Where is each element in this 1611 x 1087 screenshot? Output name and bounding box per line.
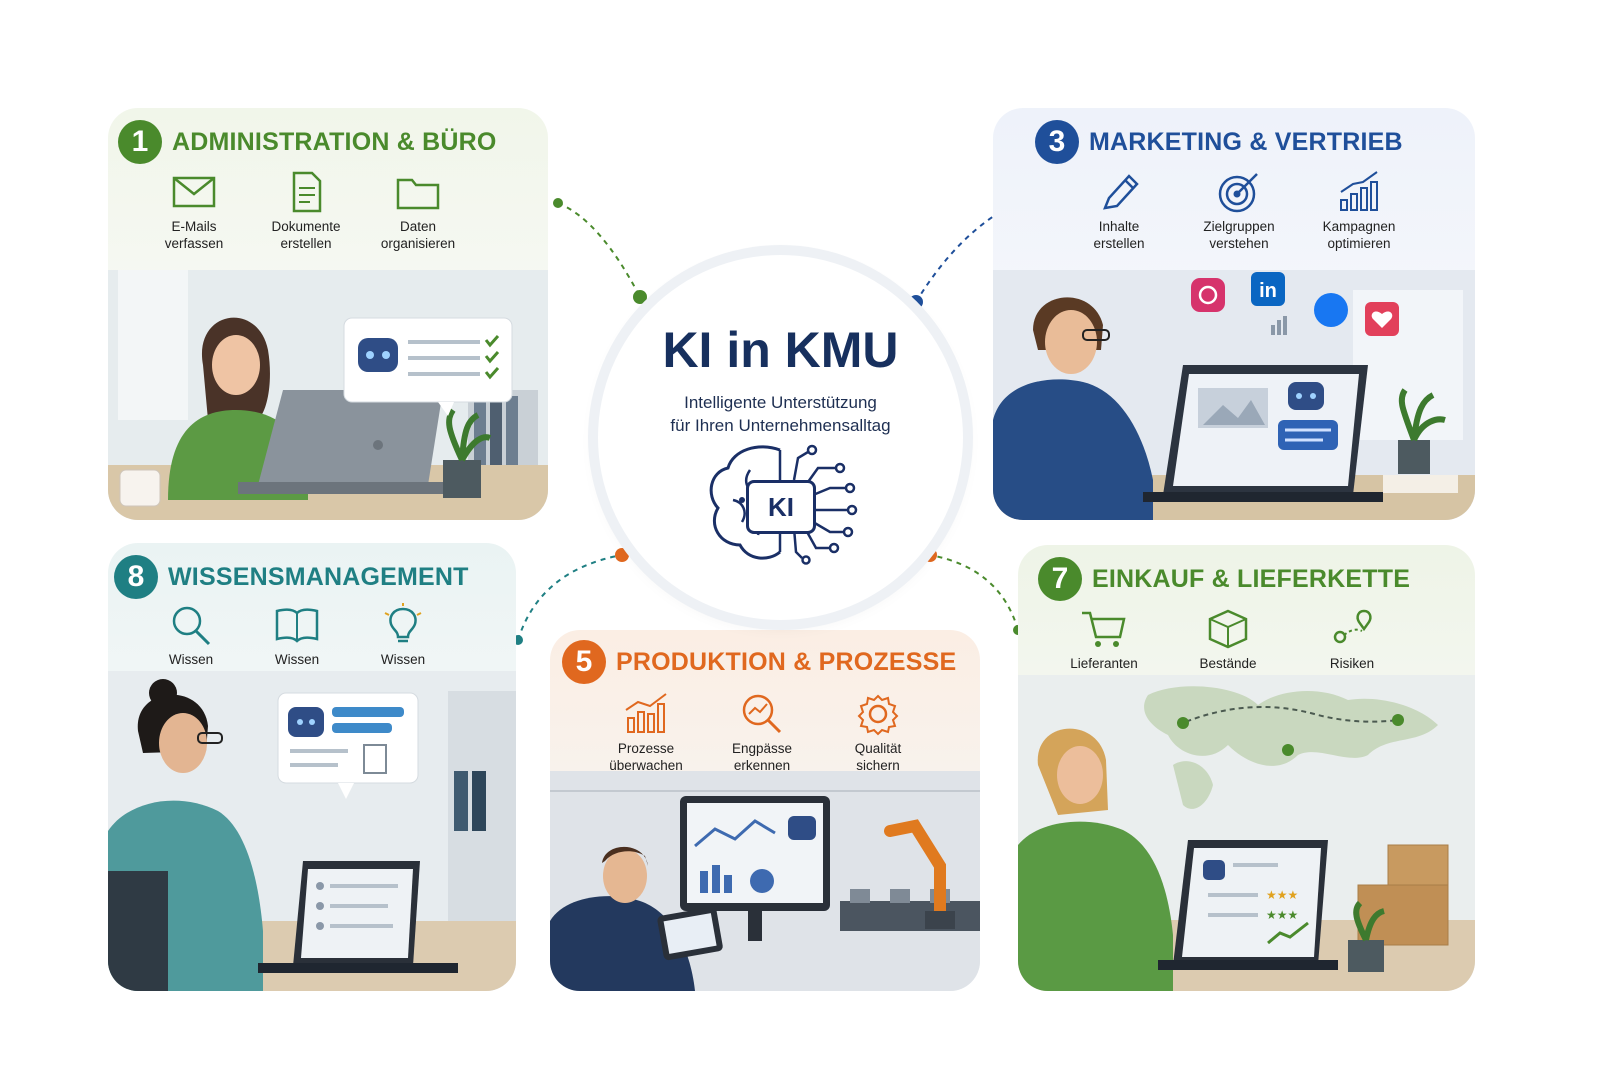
- panel-number: 1: [118, 120, 162, 164]
- item-label: E-Mails: [171, 219, 217, 234]
- panel-title: EINKAUF & LIEFERKETTE: [1092, 564, 1411, 593]
- supply-chain-scene-illustration: ★★★ ★★★: [1018, 675, 1475, 991]
- feature-item: Zielgruppen verstehen: [1183, 170, 1295, 252]
- item-label: Wissen: [274, 652, 320, 667]
- item-label: Prozesse: [617, 741, 675, 756]
- item-label: Daten: [399, 219, 436, 234]
- cart-icon: [1082, 611, 1126, 647]
- marketing-scene-illustration: in: [993, 270, 1475, 520]
- main-subtitle: Intelligente Unterstützung für Ihren Unt…: [598, 391, 963, 437]
- feature-item: E-Mails verfassen: [138, 170, 250, 252]
- envelope-icon: [172, 176, 216, 208]
- subtitle-line: für Ihren Unternehmensalltag: [670, 416, 891, 435]
- gear-icon: [857, 694, 899, 736]
- zoom-trend-icon: [742, 694, 782, 734]
- item-label: Lieferanten: [1070, 656, 1138, 671]
- item-label: Wissen: [380, 652, 426, 667]
- svg-text:★★★: ★★★: [1266, 888, 1298, 902]
- document-icon: [292, 171, 322, 213]
- panel-header: 5 PRODUKTION & PROZESSE: [562, 640, 956, 684]
- item-label: Risiken: [1329, 656, 1375, 671]
- panel-number: 8: [114, 555, 158, 599]
- connector-einkauf: [929, 554, 1019, 631]
- connector-wissen: [517, 554, 623, 641]
- open-book-icon: [275, 608, 319, 643]
- facebook-icon: [1314, 293, 1348, 327]
- item-label: sichern: [856, 758, 900, 773]
- panel-title: PRODUKTION & PROZESSE: [616, 647, 957, 676]
- item-label: verstehen: [1209, 236, 1269, 251]
- panel-produktion: 5 PRODUKTION & PROZESSE Prozesse überwach…: [550, 630, 980, 991]
- subtitle-line: Intelligente Unterstützung: [684, 393, 877, 412]
- panel-number: 3: [1035, 120, 1079, 164]
- item-label: überwachen: [609, 758, 683, 773]
- feature-item: Prozesse überwachen: [590, 692, 702, 774]
- item-label: Engpässe: [731, 741, 793, 756]
- panel-title: ADMINISTRATION & BÜRO: [172, 127, 497, 156]
- item-label: Inhalte: [1098, 219, 1140, 234]
- panel-header: 1 ADMINISTRATION & BÜRO: [118, 120, 497, 164]
- panel-header: 7 EINKAUF & LIEFERKETTE: [1038, 557, 1410, 601]
- item-label: Bestände: [1199, 656, 1257, 671]
- item-label: erkennen: [733, 758, 791, 773]
- center-hub: KI in KMU Intelligente Unterstützung für…: [598, 255, 963, 620]
- feature-item: Kampagnen optimieren: [1303, 170, 1415, 252]
- bar-trend-icon: [625, 693, 667, 733]
- panel-wissensmanagement: 8 WISSENSMANAGEMENT Wissenfinden Wissent…: [108, 543, 516, 991]
- item-label: organisieren: [380, 236, 456, 251]
- panel-administration: 1 ADMINISTRATION & BÜRO E-Mails verfassen…: [108, 108, 548, 520]
- growth-chart-icon: [1340, 171, 1378, 211]
- item-label: optimieren: [1327, 236, 1391, 251]
- magnifier-icon: [172, 606, 211, 646]
- pencil-icon: [1103, 174, 1139, 210]
- feature-item: Inhalte erstellen: [1063, 170, 1175, 252]
- item-label: Wissen: [168, 652, 214, 667]
- feature-item: Daten organisieren: [362, 170, 474, 252]
- knowledge-scene-illustration: [108, 671, 516, 991]
- connector-admin: [557, 202, 641, 298]
- item-label: Kampagnen: [1322, 219, 1396, 234]
- lightbulb-icon: [384, 603, 422, 643]
- linkedin-icon: [1251, 272, 1285, 306]
- panel-title: MARKETING & VERTRIEB: [1089, 127, 1403, 156]
- item-label: verfassen: [164, 236, 224, 251]
- panel-number: 7: [1038, 557, 1082, 601]
- item-label: erstellen: [280, 236, 332, 251]
- panel-title: WISSENSMANAGEMENT: [168, 562, 469, 591]
- item-label: erstellen: [1093, 236, 1145, 251]
- linkedin-label: in: [1259, 280, 1277, 302]
- item-label: Dokumente: [271, 219, 341, 234]
- panel-number: 5: [562, 640, 606, 684]
- panel-header: 3 MARKETING & VERTRIEB: [1035, 120, 1403, 164]
- production-scene-illustration: [550, 771, 980, 991]
- ki-badge: KI: [746, 480, 816, 534]
- brain-circuit-icon: [709, 444, 858, 565]
- feature-item: Engpässe erkennen: [706, 692, 818, 774]
- office-scene-illustration: [108, 270, 548, 520]
- route-pin-icon: [1333, 609, 1372, 644]
- panel-header: 8 WISSENSMANAGEMENT: [114, 555, 469, 599]
- target-icon: [1218, 173, 1258, 213]
- main-title: KI in KMU: [662, 322, 899, 378]
- panel-einkauf: 7 EINKAUF & LIEFERKETTE Lieferantenvergl…: [1018, 545, 1475, 991]
- item-label: Zielgruppen: [1203, 219, 1275, 234]
- folder-icon: [396, 178, 440, 210]
- feature-item: Dokumente erstellen: [250, 170, 362, 252]
- svg-text:★★★: ★★★: [1266, 908, 1298, 922]
- instagram-icon: [1191, 278, 1225, 312]
- item-label: Qualität: [854, 741, 902, 756]
- box-icon: [1208, 609, 1248, 649]
- feature-item: Qualität sichern: [822, 692, 934, 774]
